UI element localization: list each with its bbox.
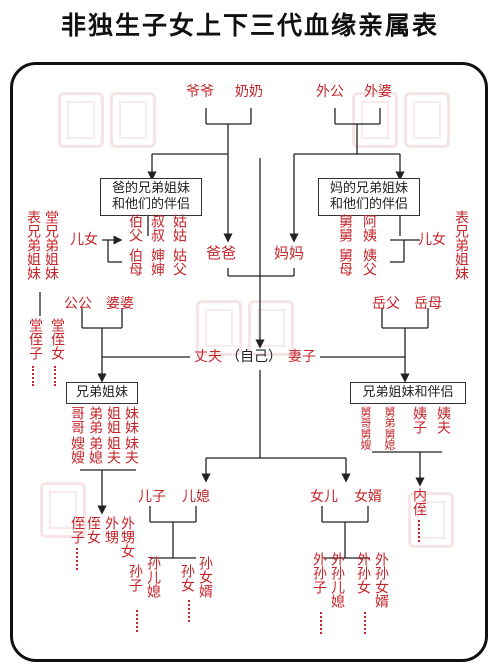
children-label: 儿女 xyxy=(418,232,446,248)
cousin-daughter: 堂侄女 xyxy=(49,318,65,360)
uncle-gufu: 姑父 xyxy=(171,248,187,276)
mother: 妈妈 xyxy=(274,244,305,262)
wife-mother: 岳母 xyxy=(414,296,442,312)
box-line: 和他们的伴侣 xyxy=(329,197,408,212)
spouse-nephew: 内侄 xyxy=(411,488,427,516)
continuation-dots xyxy=(188,600,192,622)
younger-brother-wife: 弟媳 xyxy=(87,436,103,464)
daughter-in-law: 儿媳 xyxy=(182,489,210,505)
elder-sister-husband: 姐夫 xyxy=(105,436,121,464)
younger-brother: 弟弟 xyxy=(87,406,103,434)
grandson-wife: 孙儿媳 xyxy=(145,556,161,598)
younger-sister-husband: 妹夫 xyxy=(123,436,139,464)
sister-son: 外甥 xyxy=(103,516,119,544)
continuation-dots xyxy=(32,366,36,386)
nephew: 侄子 xyxy=(69,516,85,544)
sister-daughter: 外甥女 xyxy=(119,516,135,558)
maternal-cousins: 表兄弟姐妹 xyxy=(453,210,469,280)
continuation-dots xyxy=(364,612,368,634)
spouse-sister-husband: 姨夫 xyxy=(435,406,451,434)
paternal-grandfather: 爷爷 xyxy=(186,84,214,100)
spouse-elder-brother-couple: 舅哥舅嫂 xyxy=(359,406,372,450)
younger-sister: 妹妹 xyxy=(123,406,139,434)
uncle-shushu: 叔叔 xyxy=(149,214,165,242)
seal-watermark xyxy=(58,92,104,148)
elder-sister: 姐姐 xyxy=(105,406,121,434)
grandson: 孙子 xyxy=(127,564,143,592)
maternal-grandmother: 外婆 xyxy=(364,84,392,100)
husband-father: 公公 xyxy=(64,296,92,312)
father: 爸爸 xyxy=(206,244,237,262)
elder-brother-wife: 嫂嫂 xyxy=(69,436,85,464)
continuation-dots xyxy=(136,610,140,632)
elder-brother: 哥哥 xyxy=(69,406,85,434)
wife-father: 岳父 xyxy=(372,296,400,312)
outer-grandson-wife: 外孙儿媳 xyxy=(329,552,345,608)
children-label: 儿女 xyxy=(70,232,98,248)
self: （自己） xyxy=(226,349,282,365)
maternal-grandfather: 外公 xyxy=(316,84,344,100)
spouse-younger-brother-couple: 舅弟舅媳 xyxy=(383,406,396,450)
spouse-sister: 姨子 xyxy=(411,406,427,434)
seal-watermark xyxy=(196,300,242,356)
uncle-jiujiu: 舅舅 xyxy=(337,214,353,242)
uncle-bofu: 伯父 xyxy=(127,214,143,242)
spouse-siblings-box: 兄弟姐妹和伴侣 xyxy=(350,382,466,404)
box-line: 和他们的伴侣 xyxy=(111,197,190,212)
mother-siblings-box: 妈的兄弟姐妹 和他们的伴侣 xyxy=(318,178,420,216)
paternal-cousins-biao: 表兄弟姐妹 xyxy=(25,210,41,280)
aunt-bomu: 伯母 xyxy=(127,248,143,276)
continuation-dots xyxy=(76,548,80,570)
seal-watermark xyxy=(40,482,86,538)
cousin-son: 堂侄子 xyxy=(27,318,43,360)
granddaughter-husband: 孙女婿 xyxy=(197,556,213,598)
box-line: 爸的兄弟姐妹 xyxy=(111,181,190,196)
husband: 丈夫 xyxy=(194,349,222,365)
page-title: 非独生子女上下三代血缘亲属表 xyxy=(60,11,439,40)
uncle-yifu: 姨父 xyxy=(361,248,377,276)
outer-granddaughter-husband: 外孙女婿 xyxy=(373,552,389,608)
granddaughter: 孙女 xyxy=(179,564,195,592)
own-siblings-box: 兄弟姐妹 xyxy=(66,382,138,404)
aunt-jiumu: 舅母 xyxy=(337,248,353,276)
continuation-dots xyxy=(54,366,58,386)
aunt-gugu: 姑姑 xyxy=(171,214,187,242)
seal-watermark xyxy=(352,92,398,148)
paternal-cousins: 堂兄弟姐妹 xyxy=(43,210,59,280)
son: 儿子 xyxy=(138,489,166,505)
seal-watermark xyxy=(404,92,450,148)
seal-watermark xyxy=(110,92,156,148)
seal-watermark xyxy=(248,300,294,356)
continuation-dots xyxy=(320,612,324,634)
niece: 侄女 xyxy=(85,516,101,544)
daughter: 女儿 xyxy=(310,489,338,505)
father-siblings-box: 爸的兄弟姐妹 和他们的伴侣 xyxy=(100,178,202,216)
aunt-ayi: 阿姨 xyxy=(361,214,377,242)
husband-mother: 婆婆 xyxy=(106,296,134,312)
outer-grandson: 外孙子 xyxy=(311,552,327,594)
box-line: 妈的兄弟姐妹 xyxy=(329,181,408,196)
wife: 妻子 xyxy=(288,349,316,365)
aunt-shenshen: 婶婶 xyxy=(149,248,165,276)
son-in-law: 女婿 xyxy=(354,489,382,505)
paternal-grandmother: 奶奶 xyxy=(235,84,263,100)
continuation-dots xyxy=(418,520,422,542)
chart-frame xyxy=(10,62,488,662)
outer-granddaughter: 外孙女 xyxy=(355,552,371,594)
